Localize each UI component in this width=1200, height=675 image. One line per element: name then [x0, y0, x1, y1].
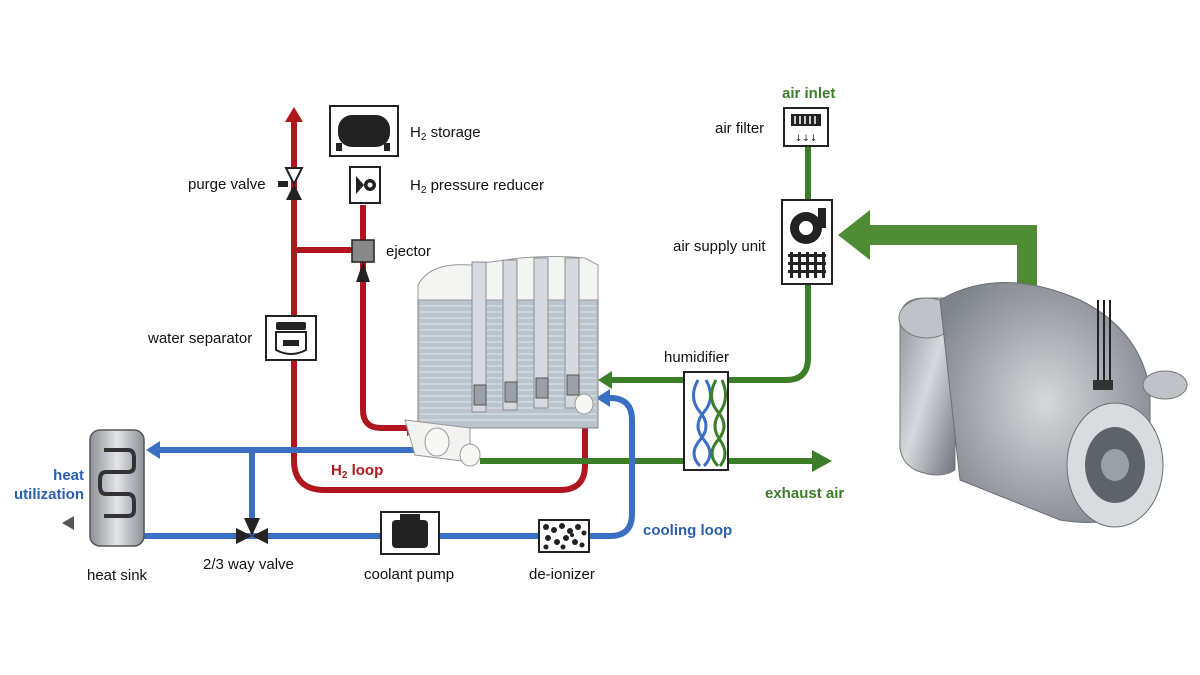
label-h2-pressure-reducer: H2 pressure reducer [410, 177, 544, 196]
label-h2-storage: H2 storage [410, 124, 481, 143]
label-2-3-way-valve: 2/3 way valve [203, 556, 294, 573]
coolant-to-sink-arrow [146, 441, 160, 459]
blower-icon [781, 199, 833, 285]
pressure-reducer-icon [349, 166, 381, 204]
air-in-arrow-head [598, 371, 612, 389]
valve-icon [236, 518, 268, 544]
fuel-cell-stack-image [404, 256, 599, 467]
deionizer-icon [538, 519, 590, 553]
label-heat-sink: heat sink [87, 567, 148, 584]
label-air-inlet: air inlet [782, 85, 836, 102]
tank-icon [329, 105, 399, 157]
label-h2-loop: H2 loop [331, 462, 384, 481]
purge-arrow-head [285, 107, 303, 122]
humidifier-icon [683, 371, 729, 471]
label-exhaust-air: exhaust air [765, 485, 845, 502]
label-de-ionizer: de-ionizer [529, 566, 595, 583]
label-cooling-loop: cooling loop [643, 522, 733, 539]
label-water-separator: water separator [148, 330, 253, 347]
compressor-image [898, 282, 1188, 528]
svg-text:↓↓↓: ↓↓↓ [795, 134, 818, 144]
air-filter-icon: ↓↓↓ [783, 107, 829, 147]
coolant-in-arrow [596, 389, 610, 407]
heat-exchanger-icon [89, 429, 145, 547]
ejector-icon [351, 239, 375, 282]
water-separator-icon [265, 315, 317, 361]
heat-out-arrow [62, 516, 74, 530]
label-purge-valve: purge valve [188, 176, 266, 193]
big-air-arrow [868, 225, 1037, 292]
label-air-supply-unit: air supply unit [673, 238, 766, 255]
pump-icon [380, 511, 440, 555]
label-humidifier: humidifier [664, 349, 730, 366]
air-lines [480, 147, 812, 464]
label-ejector: ejector [386, 243, 432, 260]
label-air-filter: air filter [715, 120, 765, 137]
coolant-lines [144, 395, 635, 539]
exhaust-arrow-head [812, 450, 832, 472]
label-coolant-pump: coolant pump [364, 566, 455, 583]
valve-icon [278, 167, 304, 200]
label-heat-utilization: heat utilization [14, 467, 84, 503]
